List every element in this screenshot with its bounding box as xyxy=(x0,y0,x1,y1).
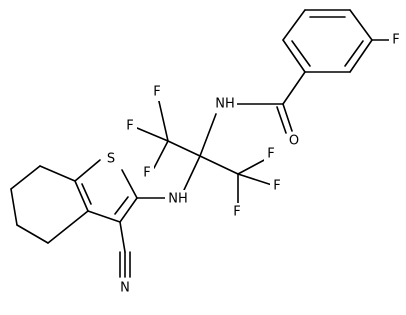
atom-label-upper-f2: F xyxy=(126,119,133,134)
label-bg-oxygen xyxy=(287,132,301,150)
label-bg-lower-f2 xyxy=(270,177,284,195)
bond-layer xyxy=(10,9,390,278)
atom-label-amide-nh: NH xyxy=(215,97,235,112)
bond-thiophene-c7a-c3a xyxy=(74,180,89,212)
atom-label-lower-f1: F xyxy=(267,147,274,162)
bond-quaternary-upper-cf3 xyxy=(167,140,201,157)
bond-cyclohexane-1 xyxy=(39,165,76,182)
bond-thiophene-s-c7a xyxy=(74,159,101,182)
label-bg-sulfur xyxy=(104,150,118,168)
label-bg-amine-nh xyxy=(165,190,191,208)
bond-nitrogen-quaternary-carbon xyxy=(199,113,217,157)
bond-thiophene-c3-c2-inner xyxy=(114,196,129,215)
atom-label-oxygen: O xyxy=(289,134,299,149)
bond-aryl-carbonyl xyxy=(282,71,306,105)
label-bg-nitrile-nitrogen xyxy=(118,279,132,297)
label-bg-lower-f3 xyxy=(230,203,244,221)
bond-c3-nitrile-carbon xyxy=(119,221,126,253)
bond-aryl-6 xyxy=(282,9,306,41)
atom-label-sulfur: S xyxy=(107,152,115,167)
bond-quaternary-lower-cf3 xyxy=(199,155,239,175)
atom-label-lower-f3: F xyxy=(233,205,240,220)
bond-aryl-5-inner xyxy=(291,40,311,67)
bond-aryl-5 xyxy=(282,39,306,73)
label-bg-aryl-fluorine xyxy=(389,31,403,49)
bond-aryl-3-inner xyxy=(344,40,364,67)
bond-cyclohexane-2 xyxy=(10,165,41,190)
atom-label-amine-nh: NH xyxy=(168,192,188,207)
bond-cyclohexane-3 xyxy=(10,188,18,226)
bond-cyclohexane-5 xyxy=(47,210,89,244)
atom-label-aryl-fluorine: F xyxy=(392,33,399,48)
label-bg-upper-f3 xyxy=(140,164,154,182)
atom-label-upper-f3: F xyxy=(143,166,150,181)
bond-cyclohexane-4 xyxy=(16,224,49,244)
bond-upper-cf3-f2 xyxy=(136,127,169,142)
bond-quaternary-amine xyxy=(183,155,201,191)
bond-carbonyl-oxygen xyxy=(282,103,293,132)
bond-thiophene-c7a-c3a-inner xyxy=(81,183,92,205)
atom-label-nitrile-nitrogen: N xyxy=(120,281,130,296)
bond-upper-cf3-f3 xyxy=(153,140,169,169)
label-bg-upper-f1 xyxy=(150,83,164,101)
atom-label-upper-f1: F xyxy=(153,85,160,100)
bond-aryl-3 xyxy=(349,39,373,73)
bond-thiophene-c2-s xyxy=(121,169,138,199)
bond-carbonyl-oxygen-double xyxy=(276,106,287,134)
label-bg-upper-f2 xyxy=(123,117,137,135)
atom-label-lower-f2: F xyxy=(273,179,280,194)
label-bg-amide-nh xyxy=(213,95,237,113)
bond-aryl-2 xyxy=(349,9,373,41)
label-bg-lower-f1 xyxy=(264,145,278,163)
bond-lower-cf3-f2 xyxy=(237,173,273,186)
bond-upper-cf3-f1 xyxy=(157,96,169,142)
bond-lower-cf3-f1 xyxy=(237,157,269,175)
atom-label-layer: F O NH F F F F F F S NH N xyxy=(104,31,403,297)
bond-thiophene-c3a-c3 xyxy=(87,210,121,223)
bond-thiophene-c3-c2 xyxy=(119,197,138,223)
